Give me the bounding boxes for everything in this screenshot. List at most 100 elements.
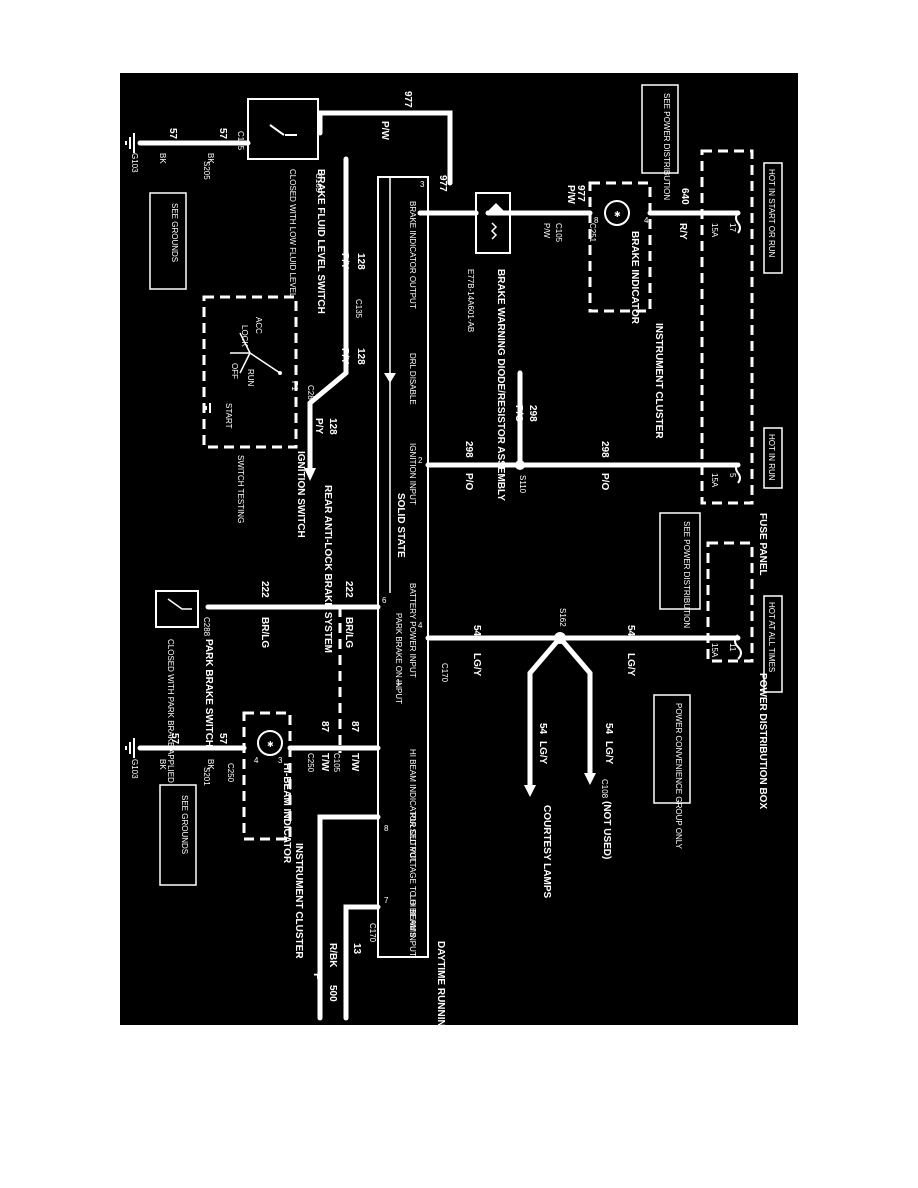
power-convenience-box: POWER CONVENIENCE GROUP ONLY bbox=[653, 694, 691, 850]
power-distribution-box bbox=[706, 541, 754, 663]
wire-57-b-color: BK bbox=[158, 153, 167, 164]
svg-text:BRAKE INDICATOR: BRAKE INDICATOR bbox=[629, 231, 640, 325]
wire-298-a-number: 298 bbox=[527, 405, 538, 422]
wire-128-b-color: P/Y bbox=[339, 348, 350, 364]
see-grounds-box-1: SEE GROUNDS bbox=[149, 192, 187, 290]
splice-s205: S205 bbox=[202, 161, 211, 180]
brake-fluid-switch-note: CLOSED WITH LOW FLUID LEVEL bbox=[288, 169, 297, 298]
connector-c108: C108 bbox=[600, 779, 609, 799]
not-used-label: (NOT USED) bbox=[601, 801, 612, 859]
svg-text:15A: 15A bbox=[710, 473, 719, 488]
svg-text:BRAKE WARNING DIODE/RESISTOR A: BRAKE WARNING DIODE/RESISTOR ASSEMBLY bbox=[495, 269, 506, 501]
wire-54-d-number: 54 bbox=[537, 723, 548, 735]
wire-54-b-number: 54 bbox=[471, 625, 482, 637]
hot-start-run-box: HOT IN START OR RUN bbox=[763, 162, 783, 274]
svg-text:DAYTIME RUNNING LAMPS (DRL) MO: DAYTIME RUNNING LAMPS (DRL) MODULE bbox=[435, 941, 446, 1025]
see-power-distribution-box-2: SEE POWER DISTRIBUTION bbox=[659, 512, 701, 628]
ignition-switch-label: IGNITION SWITCH bbox=[295, 451, 306, 538]
wire-13 bbox=[343, 904, 381, 1021]
brake-indicator-bulb-mark: ✱ bbox=[614, 210, 621, 219]
ignition-switch-contacts bbox=[230, 332, 282, 375]
park-brake-switch-contact bbox=[167, 598, 192, 610]
wire-57-a-number: 57 bbox=[217, 128, 228, 140]
wire-977-top-number: 977 bbox=[402, 91, 413, 108]
wire-977-left-color: P/W bbox=[542, 223, 551, 239]
connector-c250-b: C250 bbox=[226, 763, 235, 783]
hi-beam-bulb-icon bbox=[257, 730, 283, 756]
ignition-switch-box bbox=[202, 295, 298, 449]
diode-icon bbox=[488, 203, 504, 211]
see-grounds-box-2: SEE GROUNDS bbox=[159, 784, 197, 886]
connector-c251-a: C251 bbox=[588, 223, 597, 243]
ground-g103-a: G103 bbox=[130, 153, 139, 173]
brake-fluid-switch-label: BRAKE FLUID LEVEL SWITCH bbox=[315, 169, 326, 314]
svg-text:INSTRUMENT CLUSTER: INSTRUMENT CLUSTER bbox=[293, 843, 304, 959]
svg-text:17: 17 bbox=[728, 223, 737, 232]
svg-text:(NOT USED): (NOT USED) bbox=[601, 801, 612, 859]
wire-54-b-color: LG/Y bbox=[471, 653, 482, 677]
svg-text:DRL DISABLE: DRL DISABLE bbox=[408, 353, 417, 405]
connector-c135: C135 bbox=[354, 299, 363, 319]
svg-text:SWITCH TESTING: SWITCH TESTING bbox=[236, 455, 245, 523]
splice-s110: S110 bbox=[518, 475, 527, 494]
wire-298-b-color: P/O bbox=[599, 473, 610, 490]
brake-warning-assembly-label: BRAKE WARNING DIODE/RESISTOR ASSEMBLY bbox=[495, 269, 506, 501]
hi-beam-cluster-box bbox=[242, 711, 292, 841]
brake-indicator-label: BRAKE INDICATOR bbox=[629, 231, 640, 325]
brake-indicator-pin-8: 8 bbox=[594, 216, 599, 225]
svg-text:E77B-14A601-AB: E77B-14A601-AB bbox=[466, 269, 475, 332]
wire-54-branch-2 bbox=[527, 635, 563, 788]
wire-87-a-number: 87 bbox=[349, 721, 360, 733]
fuse-panel-box bbox=[700, 149, 754, 505]
svg-text:BRAKE INDICATOR OUTPUT: BRAKE INDICATOR OUTPUT bbox=[408, 201, 417, 309]
svg-text:CLOSED WITH LOW FLUID LEVEL: CLOSED WITH LOW FLUID LEVEL bbox=[288, 169, 297, 298]
svg-text:HOT AT ALL TIMES: HOT AT ALL TIMES bbox=[767, 602, 776, 672]
svg-text:IGNITION INPUT: IGNITION INPUT bbox=[408, 443, 417, 505]
wire-222-a-color: BR/LG bbox=[343, 617, 354, 648]
wire-222-b-number: 222 bbox=[259, 581, 270, 598]
svg-text:15A: 15A bbox=[710, 223, 719, 238]
splice-s162: S162 bbox=[558, 608, 567, 627]
drl-pin-drl-disable: DRL DISABLE bbox=[408, 353, 417, 405]
drl-pin-1: 1 bbox=[396, 678, 401, 687]
wire-128-b-number: 128 bbox=[355, 348, 366, 365]
drl-pin-brake-indicator-output: BRAKE INDICATOR OUTPUT bbox=[408, 201, 417, 309]
rear-antilock-label: REAR ANTI-LOCK BRAKE SYSTEM bbox=[322, 485, 333, 653]
connector-c284: C284 bbox=[306, 385, 315, 405]
ground-icon-2 bbox=[125, 738, 135, 758]
hot-all-times-box: HOT AT ALL TIMES bbox=[763, 595, 783, 693]
wire-128-a-color: P/Y bbox=[339, 253, 350, 269]
connector-c165-b: C165 bbox=[314, 173, 323, 193]
wire-13-color: R/BK bbox=[327, 943, 338, 968]
svg-text:SEE GROUNDS: SEE GROUNDS bbox=[180, 795, 189, 854]
svg-text:BRAKE FLUID LEVEL SWITCH: BRAKE FLUID LEVEL SWITCH bbox=[315, 169, 326, 314]
power-distribution-box-label: POWER DISTRIBUTION BOX bbox=[757, 673, 768, 809]
wire-977-top-color: P/W bbox=[379, 121, 390, 140]
arrow-c108-icon bbox=[584, 773, 596, 785]
drl-pin-3: 3 bbox=[420, 180, 425, 189]
brake-fluid-switch-box bbox=[247, 98, 319, 160]
wire-57-c-number: 57 bbox=[217, 733, 228, 745]
wire-87-a-color: T/W bbox=[349, 753, 360, 772]
svg-text:SEE POWER DISTRIBUTION: SEE POWER DISTRIBUTION bbox=[682, 521, 691, 628]
wire-500-number: 500 bbox=[327, 985, 338, 1002]
drl-arrow-icon bbox=[384, 373, 396, 383]
arrow-courtesy-lamps-icon bbox=[524, 785, 536, 797]
drl-pin-6: 6 bbox=[382, 596, 387, 605]
ignition-lock: LOCK bbox=[240, 325, 249, 347]
wire-128-a-number: 128 bbox=[355, 253, 366, 270]
ground-icon-1 bbox=[125, 133, 135, 153]
brake-indicator-cluster-box bbox=[588, 181, 652, 313]
wire-57-b-number: 57 bbox=[167, 128, 178, 140]
hot-run-box: HOT IN RUN bbox=[763, 427, 783, 489]
wire-500-letter: P bbox=[311, 973, 325, 981]
solid-state-label: SOLID STATE bbox=[395, 493, 406, 558]
instrument-cluster-label-2: INSTRUMENT CLUSTER bbox=[293, 843, 304, 959]
drl-pin-4: 4 bbox=[418, 621, 423, 630]
park-brake-switch-label: PARK BRAKE SWITCH bbox=[203, 639, 214, 747]
switch-testing-label: SWITCH TESTING bbox=[236, 455, 245, 523]
svg-text:COURTESY LAMPS: COURTESY LAMPS bbox=[541, 805, 552, 898]
connector-c105-a: C105 bbox=[554, 223, 563, 243]
ignition-start: START bbox=[224, 403, 233, 429]
wire-977-mid-color: P/W bbox=[565, 185, 576, 204]
